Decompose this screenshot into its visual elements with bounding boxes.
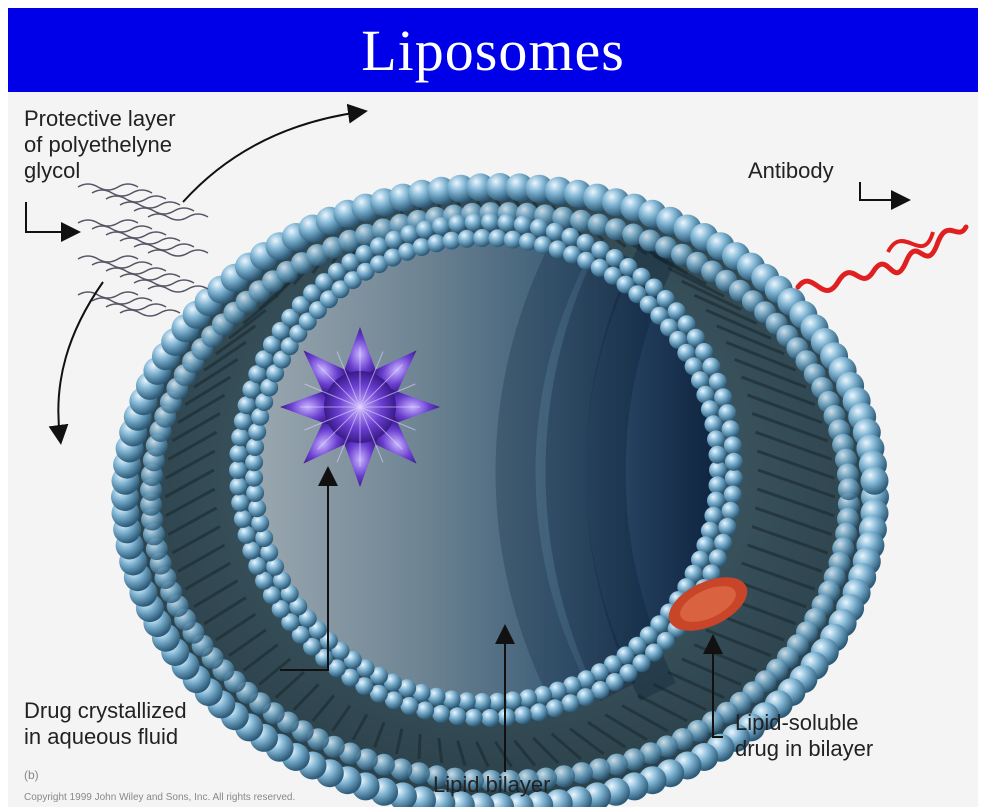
drug-aqueous-label: Drug crystallized in aqueous fluid	[24, 698, 187, 750]
lipid-soluble-label: Lipid-soluble drug in bilayer	[735, 710, 873, 762]
copyright-text: Copyright 1999 John Wiley and Sons, Inc.…	[24, 792, 295, 803]
diagram-canvas: Protective layer of polyethelyne glycol …	[8, 92, 978, 807]
title-banner: Liposomes	[8, 8, 978, 92]
peg-strands	[78, 184, 208, 316]
peg-layer-label: Protective layer of polyethelyne glycol	[24, 106, 176, 184]
panel-marker: (b)	[24, 768, 39, 782]
drug-crystal	[280, 327, 440, 487]
antibody-strand	[798, 227, 966, 291]
antibody-label: Antibody	[748, 158, 834, 184]
page-title: Liposomes	[361, 17, 625, 84]
lipid-bilayer-label: Lipid bilayer	[433, 772, 550, 798]
